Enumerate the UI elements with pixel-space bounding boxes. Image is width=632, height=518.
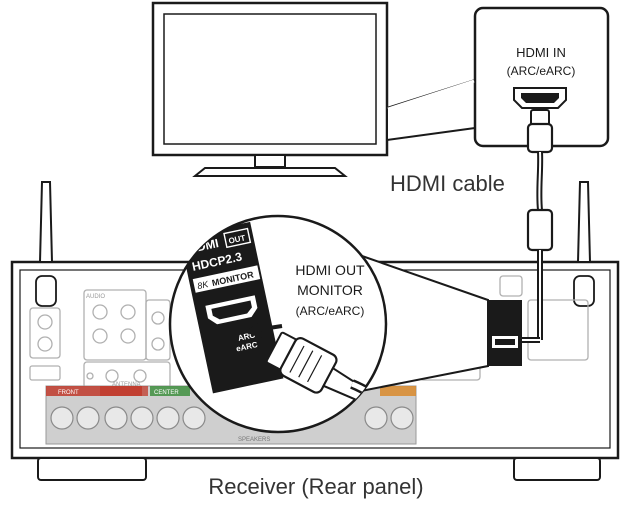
zoom-text-8k: 8K	[196, 279, 210, 291]
receiver-caption: Receiver (Rear panel)	[208, 474, 424, 499]
tag-audio: AUDIO	[86, 294, 105, 300]
cable-plug-tv-body	[526, 122, 554, 154]
hdmi-cable	[522, 109, 554, 343]
zoom-label-band	[192, 265, 261, 293]
antenna-right-base	[573, 275, 595, 307]
tag-front: FRONT	[58, 390, 79, 396]
callout-gap	[387, 79, 475, 111]
hdmi-cable-label: HDMI cable	[390, 171, 505, 196]
receiver-foot-left	[37, 457, 147, 481]
speaker-center-tag	[150, 386, 190, 396]
hdmi-in-sublabel: (ARC/eARC)	[506, 64, 576, 78]
antenna-left	[38, 181, 54, 263]
insert-arrow-head	[244, 322, 262, 338]
tag-center: CENTER	[154, 390, 179, 396]
speaker-posts	[50, 406, 414, 430]
speaker-front-left-tag	[46, 386, 142, 396]
hdmi-out-monitor-label: MONITOR	[297, 282, 363, 298]
zoom-out-box	[223, 227, 252, 249]
tag-speakers: SPEAKERS	[238, 437, 270, 443]
cable-run-upper-core	[538, 151, 542, 211]
zoom-text-earc: eARC	[235, 340, 258, 353]
receiver-hdmi-out-slot	[495, 339, 515, 345]
zoom-hdmi-port-slot	[211, 300, 252, 320]
antenna-left-base	[35, 275, 57, 307]
tv	[151, 1, 389, 177]
receiver-hdmi-out-panel	[488, 300, 522, 366]
speaker-extra-tag	[380, 386, 416, 396]
receiver-foot-right	[513, 457, 601, 481]
antenna-right	[576, 181, 592, 263]
cable-ferrite	[526, 208, 554, 252]
zoom-detail: HDMI OUT HDCP2.3 8K MONITOR ARC eARC	[168, 214, 388, 434]
hdmi-out-label: HDMI OUT	[295, 262, 365, 278]
hdmi-in-label: HDMI IN	[516, 45, 566, 60]
tv-screen	[163, 13, 377, 145]
hdmi-out-arc-label: (ARC/eARC)	[295, 304, 365, 318]
tv-neck	[254, 154, 286, 168]
zoom-text-out: OUT	[228, 233, 246, 245]
speaker-front-right-tag	[100, 386, 148, 396]
tv-callout	[386, 78, 476, 142]
hdmi-in-port-slot	[521, 93, 559, 103]
tv-stand	[192, 167, 348, 177]
tag-antenna: ANTENNA	[112, 382, 141, 388]
